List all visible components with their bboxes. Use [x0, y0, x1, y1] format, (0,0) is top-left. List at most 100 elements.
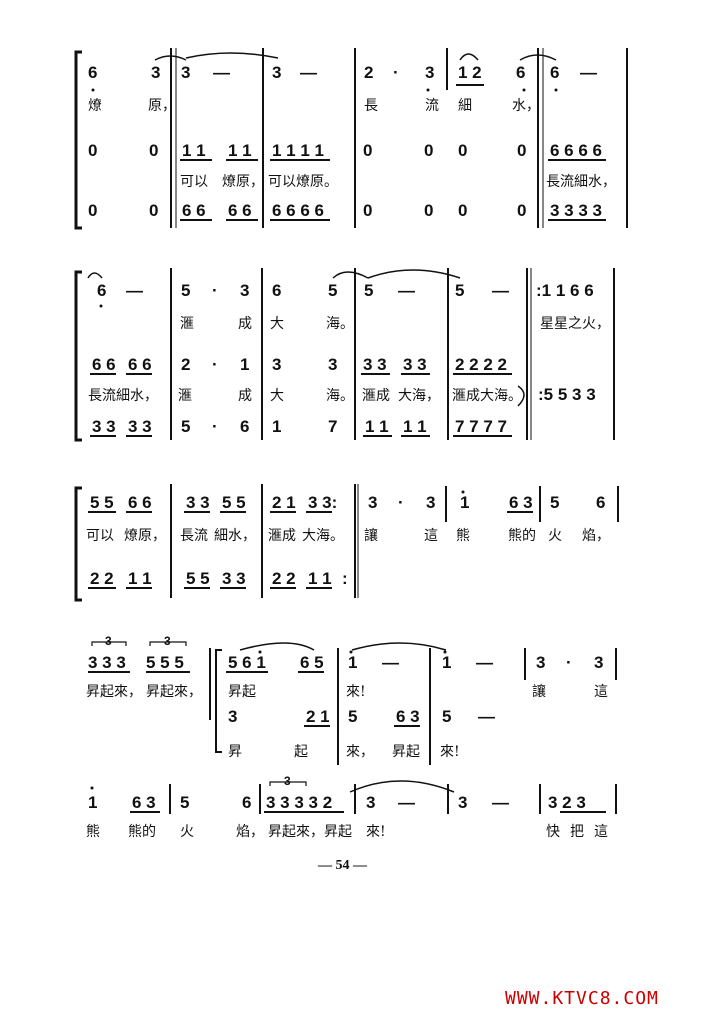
s2-l1-2: 成	[238, 316, 252, 332]
s2-r3-n7: 7	[328, 417, 337, 436]
s4-l1-3: 昇起	[228, 684, 256, 700]
s4-r1-n2: 5 5 5	[146, 653, 184, 672]
s4-r1-n10: ·	[566, 653, 572, 672]
watermark: WWW.KTVC8.COM	[505, 988, 659, 1009]
s1-r1-n1: 6	[88, 63, 97, 82]
s4-r2-n4: 6 3	[396, 707, 420, 726]
s5-l1-7: 快	[546, 824, 560, 840]
s2-l1-5: 星星之火，	[540, 316, 610, 332]
s2-r1-n6: 6	[272, 281, 281, 300]
s2-r1-n4: ·	[212, 281, 218, 300]
s4-l2-2: 起	[294, 744, 308, 760]
s2-l2-6: 滙成	[362, 388, 390, 404]
s4-r1-n1: 3 3 3	[88, 653, 126, 672]
s3-r1-n1: 5 5	[90, 493, 114, 512]
s3-l1-2: 燎原，	[124, 528, 166, 544]
s5-r1-n9: —	[492, 793, 509, 812]
s1-l2-2: 燎原，	[222, 174, 264, 190]
s1-l1-6: 水，	[512, 98, 540, 114]
s4-l1-1: 昇起來，	[86, 684, 142, 700]
s5-l1-3: 火	[180, 824, 194, 840]
s2-r3-n1: 3 3	[92, 417, 116, 436]
s5-l1-8: 把	[570, 824, 584, 840]
s2-l2-4: 大	[270, 388, 284, 404]
s1-r1-n7: 2	[364, 63, 373, 82]
s1-r1-n11: 6	[516, 63, 525, 82]
s2-r2-n2: 6 6	[128, 355, 152, 374]
s2-l1-3: 大	[270, 316, 284, 332]
s4-l1-6: 這	[594, 684, 608, 700]
s1-l2-1: 可以	[180, 174, 208, 190]
s4-r2-n1: 3	[228, 707, 237, 726]
s1-l1-5: 細	[458, 98, 472, 114]
s1-r2-n2: 0	[149, 141, 158, 160]
s1-r1-n9: 3	[425, 63, 434, 82]
s1-r1-n5: 3	[272, 63, 281, 82]
s3-r3-n3: 5 5	[186, 569, 210, 588]
system-1: 6 3 3 — 3 — 2 · 3 1 2 6 6 — 燎 原， 長 流 細 水…	[74, 48, 628, 230]
s1-r2-n6: 0	[363, 141, 372, 160]
s5-r1-n5: 3 3 3 3 2	[266, 793, 332, 812]
s4-r2-n5: 5	[442, 707, 451, 726]
s1-r2-n3: 1 1	[182, 141, 206, 160]
system-5: 3 1 6 3 5 6 3 3 3 3 2 3 — 3 — 3 2 3 熊 熊的…	[86, 774, 617, 840]
s3-r1-n4: 5 5	[222, 493, 246, 512]
s1-r1-n3: 3	[181, 63, 190, 82]
system-3: 5 5 6 6 3 3 5 5 2 1 3 3: 3 · 3 1 6 3 5 6…	[74, 484, 619, 602]
s3-r1-n3: 3 3	[186, 493, 210, 512]
s2-l2-1: 長流細水，	[88, 388, 158, 404]
s2-r2-n9: 3 3	[403, 355, 427, 374]
s1-r2-n7: 0	[424, 141, 433, 160]
s4-r1-n6: —	[382, 653, 399, 672]
s1-r1-n8: ·	[393, 63, 399, 82]
s2-l2-5: 海。	[326, 388, 354, 404]
s3-r1-n13: 6	[596, 493, 605, 512]
s5-l1-1: 熊	[86, 824, 100, 840]
s3-l1-8: 這	[424, 528, 438, 544]
s3-l1-4: 細水，	[214, 528, 256, 544]
s1-l1-3: 長	[364, 98, 378, 114]
s3-l1-9: 熊	[456, 528, 470, 544]
s5-l1-6: 來!	[366, 824, 386, 840]
s5-l1-5: 昇起來，昇起	[268, 824, 352, 840]
s3-r1-n11: 6 3	[509, 493, 533, 512]
s1-r3-n10: 3 3 3 3	[550, 201, 602, 220]
s2-r2-n5: 1	[240, 355, 249, 374]
s2-r2b: :5 5 3 3	[538, 385, 596, 404]
s3-l1-12: 焰，	[582, 528, 610, 544]
s2-r2-n10: 2 2 2 2	[455, 355, 507, 374]
s3-r1-n5: 2 1	[272, 493, 296, 512]
s1-r3-n7: 0	[424, 201, 433, 220]
s4-r1-n11: 3	[594, 653, 603, 672]
s2-r3-n4: ·	[212, 417, 218, 436]
s1-r1-n6: —	[300, 63, 317, 82]
s3-l1-11: 火	[548, 528, 562, 544]
s4-r1-n5: 1	[348, 653, 357, 672]
s2-l2-3: 成	[238, 388, 252, 404]
s3-r1-n8: ·	[398, 493, 404, 512]
s5-r1-n7: —	[398, 793, 415, 812]
s1-r3-n2: 0	[149, 201, 158, 220]
s1-l2-3: 可以燎原。	[268, 174, 338, 190]
s5-r1-n3: 5	[180, 793, 189, 812]
s2-r1-n8: 5	[364, 281, 373, 300]
s3-r1-n12: 5	[550, 493, 559, 512]
s3-l1-1: 可以	[86, 528, 114, 544]
s4-l2-4: 昇起	[392, 744, 420, 760]
s1-r2-n8: 0	[458, 141, 467, 160]
s3-r3-n6: 1 1	[308, 569, 332, 588]
s3-r3-n2: 1 1	[128, 569, 152, 588]
s4-r2-n2: 2 1	[306, 707, 330, 726]
s3-r1-n6: 3 3:	[308, 493, 337, 512]
s3-r3-n7: :	[342, 569, 348, 588]
s4-l1-4: 來!	[346, 684, 366, 700]
s5-r1-n2: 6 3	[132, 793, 156, 812]
s2-r3-n2: 3 3	[128, 417, 152, 436]
page-number: — 54 —	[318, 858, 367, 873]
s2-r1-n1: 6	[97, 281, 106, 300]
s2-r2-n1: 6 6	[92, 355, 116, 374]
s2-r1-n3: 5	[181, 281, 190, 300]
s3-r1-n2: 6 6	[128, 493, 152, 512]
s2-r3-n9: 1 1	[403, 417, 427, 436]
